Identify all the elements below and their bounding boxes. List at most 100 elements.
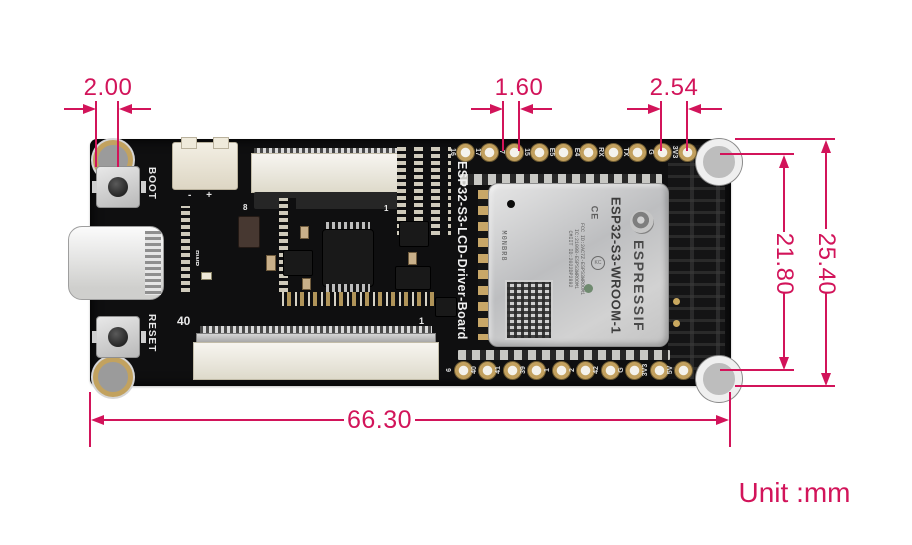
pwr-led <box>201 272 212 280</box>
pin-pad-40 <box>478 360 497 380</box>
battery-jst-connector <box>172 137 238 190</box>
reset-button <box>92 316 146 358</box>
fpc-top-connector <box>251 153 409 193</box>
dim-2.00-ext-right <box>117 101 119 167</box>
pin-label-E4: E4 <box>572 147 580 157</box>
green-dot-mark <box>584 284 593 293</box>
fpc-bottom-pin40-marker: 40 <box>177 314 191 328</box>
pin-label-5V: 5V <box>666 365 674 375</box>
fpc-top-contacts <box>254 148 406 155</box>
dim-2.00-ext-left <box>95 101 97 167</box>
kc-mark: KC <box>591 256 605 270</box>
module-pin1-dot <box>507 200 515 208</box>
dim-21.80-label: 21.80 <box>771 232 798 296</box>
pin-pad-15 <box>529 142 549 162</box>
capacitor <box>266 255 276 271</box>
mounting-hole-bottom-left <box>93 357 133 397</box>
dim-66.30-label: 66.30 <box>346 406 413 434</box>
reset-button-label: RESET <box>146 314 157 353</box>
pin-pad-17 <box>480 142 500 162</box>
dim-21.80-ext-top <box>720 153 794 155</box>
pin-label-42: 42 <box>593 366 600 374</box>
module-marking: M0NBR8 <box>499 230 507 262</box>
pin-label-17: 17 <box>473 148 481 156</box>
mounting-hole-bottom-right <box>696 356 742 402</box>
pin-pad-RX <box>603 142 623 162</box>
small-ic <box>435 297 457 317</box>
dim-21.80-shaft-top <box>783 168 785 232</box>
boot-button <box>92 166 146 208</box>
pin-label-G: G <box>646 149 654 155</box>
dim-1.60-arrow-left-icon <box>520 104 533 114</box>
dim-25.40-label: 25.40 <box>813 232 840 296</box>
main-qfn-ic <box>322 229 374 287</box>
dim-1.60-shaft-left <box>471 108 490 110</box>
boot-button-label: BOOT <box>146 167 157 200</box>
dim-2.54-ext-right <box>686 101 688 151</box>
pin-pad-3V3 <box>649 360 669 380</box>
unit-note: Unit :mm <box>738 477 851 508</box>
pin-pad-5V <box>674 360 693 380</box>
capacitor <box>300 226 309 239</box>
module-qr-code <box>505 280 553 340</box>
pin-label-15: 15 <box>523 148 531 156</box>
pin-label-RX: RX <box>597 147 605 157</box>
dim-2.00-label: 2.00 <box>83 74 133 101</box>
small-ic <box>395 266 431 290</box>
fpc-top-pin1-marker: 1 <box>384 204 389 213</box>
pin-pad-E4 <box>579 142 598 162</box>
dim-2.54-shaft-left <box>627 108 648 110</box>
esp32-module-shield: M0NBR8 FCC ID:2AC7Z-ESPS3WROOM1 IC:21098… <box>488 183 669 347</box>
dim-2.54-arrow-right-icon <box>648 104 661 114</box>
pin-label-G: G <box>617 367 625 373</box>
dim-2.54-shaft-right <box>701 108 722 110</box>
top-solder-pad-row <box>460 174 662 185</box>
pin-pad-TX <box>628 142 648 162</box>
dim-21.80-arrow-up-icon <box>779 155 789 168</box>
testpad-grid-right <box>397 147 451 235</box>
dim-66.30-shaft-right <box>415 419 717 421</box>
dim-1.60-label: 1.60 <box>494 74 544 101</box>
fpc-top-pin8-marker: 8 <box>243 203 248 212</box>
dim-66.30-shaft-left <box>104 419 344 421</box>
pin-pad-1 <box>551 360 571 380</box>
fpc-bottom-connector <box>193 342 439 380</box>
dim-25.40-arrow-down-icon <box>821 373 831 386</box>
pin-label-40: 40 <box>470 366 478 374</box>
dim-2.00-shaft-left <box>64 108 84 110</box>
module-model-text: ESP32-S3-WROOM-1 <box>608 196 624 335</box>
dim-66.30-ext-left <box>89 392 91 447</box>
pin-label-1: 1 <box>544 368 551 372</box>
dim-1.60-ext-right <box>518 101 520 151</box>
dim-2.00-arrow-left-icon <box>119 104 132 114</box>
dim-2.00-arrow-right-icon <box>83 104 96 114</box>
antenna-test-pad <box>673 298 680 305</box>
dim-25.40-shaft-bottom <box>825 292 827 373</box>
capacitor <box>302 278 311 290</box>
pin-pad-41 <box>502 360 522 380</box>
pin-label-3V3: 3V3 <box>642 363 649 377</box>
dim-1.60-shaft-right <box>533 108 552 110</box>
sot23-6-ic <box>399 221 429 247</box>
ce-mark: CE <box>589 205 600 221</box>
pin-label-6: 6 <box>446 368 453 372</box>
testpad-column-mid <box>279 198 296 292</box>
pin-pad-6 <box>453 360 473 380</box>
testpad-column-left <box>181 206 196 292</box>
qfn-pins-top <box>326 222 370 230</box>
pin-pad-G <box>625 360 644 380</box>
capacitor <box>408 252 417 265</box>
battery-polarity-marks: - + <box>188 190 218 201</box>
dim-25.40-ext-top <box>735 138 835 140</box>
pin-pad-G <box>653 142 673 162</box>
dim-25.40-ext-bottom <box>735 385 835 387</box>
pin-label-E5: E5 <box>547 147 555 157</box>
qfn-pins-bottom <box>326 284 370 292</box>
pin-label-3V3: 3V3 <box>671 145 679 159</box>
module-brand-text: ESPRESSIF <box>631 239 647 333</box>
pin-pad-E5 <box>554 142 574 162</box>
pin-label-39: 39 <box>519 366 527 374</box>
fpc-bottom-pin1-marker: 1 <box>419 316 425 326</box>
pin-pad-2 <box>576 360 595 380</box>
